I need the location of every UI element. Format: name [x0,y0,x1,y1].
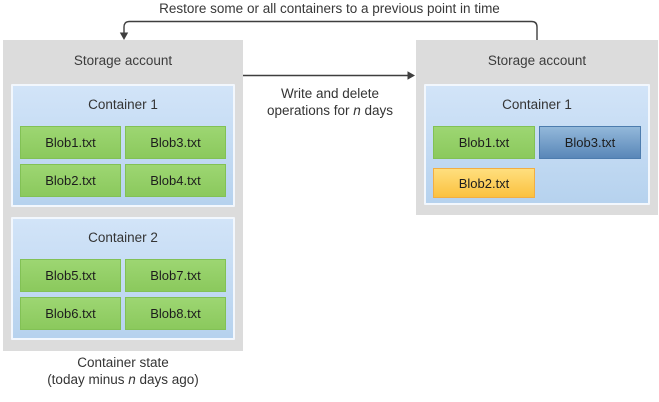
caption-line-2: (today minus n days ago) [3,372,243,389]
storage-account-title: Storage account [73,53,173,68]
caption-line-2-post: days ago) [135,371,199,387]
container-title: Container 1 [502,97,572,112]
blob-item: Blob7.txt [125,259,226,292]
blob-item: Blob4.txt [125,164,226,197]
timeline-line-2: operations for n days [248,102,412,119]
container-1-before: Container 1 Blob1.txt Blob3.txt Blob2.tx… [11,84,235,207]
blob-item: Blob2.txt [20,164,121,197]
storage-account-before: Storage account Container 1 Blob1.txt Bl… [3,40,243,351]
restore-arrowhead-icon [119,32,129,40]
restore-flow-label: Restore some or all containers to a prev… [159,1,500,16]
container-title: Container 1 [88,97,158,112]
blob-grid: Blob5.txt Blob7.txt Blob6.txt Blob8.txt [20,259,226,330]
caption-line-2-pre: (today minus [47,371,129,387]
storage-account-title: Storage account [487,53,587,68]
blob-item: Blob1.txt [20,126,121,159]
blob-item: Blob8.txt [125,297,226,330]
caption-n-variable: n [128,371,136,387]
write-delete-arrow [243,71,415,80]
blob-grid: Blob1.txt Blob3.txt Blob2.txt Blob4.txt [20,126,226,197]
blob-item: Blob6.txt [20,297,121,330]
blob-item: Blob2.txt [433,168,535,198]
container-2-before: Container 2 Blob5.txt Blob7.txt Blob6.tx… [11,217,235,340]
blob-item: Blob3.txt [125,126,226,159]
blob-item: Blob1.txt [433,126,535,159]
restore-arrow [119,20,538,40]
write-delete-label: Write and delete operations for n days [248,85,412,119]
timeline-line-2-post: days [360,103,394,118]
container-title: Container 2 [88,230,158,245]
caption-line-1: Container state [77,355,169,370]
blob-grid: Blob1.txt Blob3.txt Blob2.txt [433,126,641,198]
blob-item: Blob3.txt [539,126,641,159]
container-state-caption: Container state (today minus n days ago) [3,355,243,388]
timeline-n-variable: n [353,103,361,118]
timeline-line-2-pre: operations for [266,103,354,118]
storage-account-after: Storage account Container 1 Blob1.txt Bl… [416,40,658,215]
write-delete-arrowhead-icon [407,71,415,80]
container-1-after: Container 1 Blob1.txt Blob3.txt Blob2.tx… [424,84,650,205]
blob-item: Blob5.txt [20,259,121,292]
timeline-line-1: Write and delete [280,86,380,101]
